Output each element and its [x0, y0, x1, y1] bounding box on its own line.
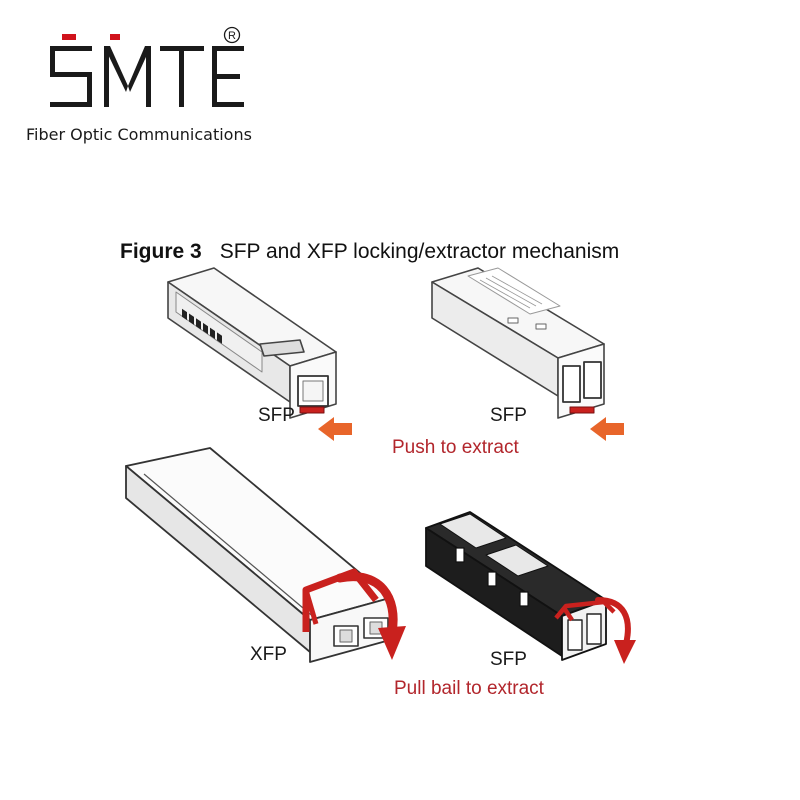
caption-pull-bail-to-extract: Pull bail to extract — [394, 678, 544, 699]
logo-letter-t — [160, 46, 204, 107]
curved-arrow-icon — [335, 572, 406, 660]
label-sfp-top-right: SFP — [490, 405, 527, 426]
sfp-module-icon — [431, 267, 605, 419]
bail-latch-icon — [302, 568, 379, 632]
logo-letter-s — [50, 46, 92, 107]
curved-arrow-icon — [595, 597, 636, 664]
logo-accent — [62, 34, 76, 40]
push-arrow-icon — [590, 417, 624, 441]
figure-caption: SFP and XFP locking/extractor mechanism — [219, 240, 620, 263]
caption-push-to-extract: Push to extract — [392, 437, 519, 458]
label-sfp-top-left: SFP — [258, 405, 295, 426]
logo-accent — [110, 34, 120, 40]
figure-title: Figure 3 SFP and XFP locking/extractor me… — [120, 240, 619, 264]
svg-text:R: R — [228, 30, 236, 42]
logo-letter-e — [212, 46, 244, 107]
sfp-module-icon — [425, 511, 607, 661]
smte-logo: R — [50, 26, 244, 107]
xfp-module-icon — [125, 447, 391, 663]
logo-letter-m — [104, 46, 151, 107]
sfp-module-icon — [167, 267, 337, 419]
registered-mark-icon: R — [223, 26, 241, 44]
label-xfp: XFP — [250, 644, 287, 665]
push-arrow-icon — [318, 417, 352, 441]
brand-tagline: Fiber Optic Communications — [26, 125, 252, 144]
bail-latch-icon — [554, 599, 616, 622]
figure-number: Figure 3 — [120, 240, 202, 263]
label-sfp-bottom-right: SFP — [490, 649, 527, 670]
